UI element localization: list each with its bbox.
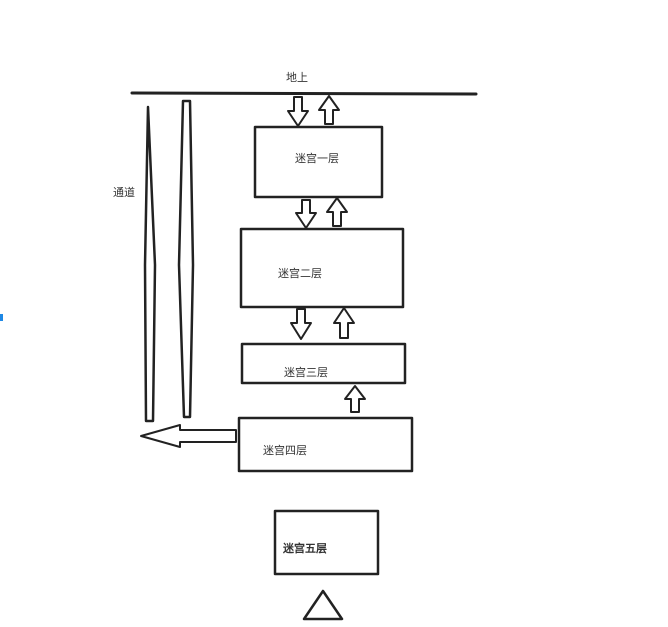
floor5-label: 迷宫五层 <box>283 542 327 555</box>
passage-shaft-right <box>177 99 195 419</box>
arrow-floor4-to-passage <box>140 424 237 448</box>
arrow-up-floor3-floor2 <box>333 307 355 339</box>
floor3-box <box>240 342 407 385</box>
floor2-label: 迷宫二层 <box>278 267 322 280</box>
passage-shaft-left <box>143 105 157 423</box>
floor4-label: 迷宫四层 <box>263 444 307 457</box>
arrow-down-ground-floor1 <box>287 96 309 127</box>
edge-mark <box>0 314 3 321</box>
arrow-up-floor4-floor3 <box>344 385 366 413</box>
arrow-down-floor2-floor3 <box>290 308 312 340</box>
arrow-up-floor2-floor1 <box>326 197 348 227</box>
arrow-up-floor1-ground <box>318 95 340 125</box>
ground-label: 地上 <box>286 71 308 84</box>
ground-line <box>130 91 478 96</box>
floor1-label: 迷宫一层 <box>295 152 339 165</box>
passage-label: 通道 <box>113 186 135 199</box>
arrow-down-floor1-floor2 <box>295 199 317 229</box>
floor1-box <box>253 125 384 199</box>
triangle-marker <box>302 589 344 621</box>
floor5-box <box>273 509 380 576</box>
floor4-box <box>237 416 414 473</box>
floor2-box <box>239 227 405 309</box>
floor3-label: 迷宫三层 <box>284 366 328 379</box>
